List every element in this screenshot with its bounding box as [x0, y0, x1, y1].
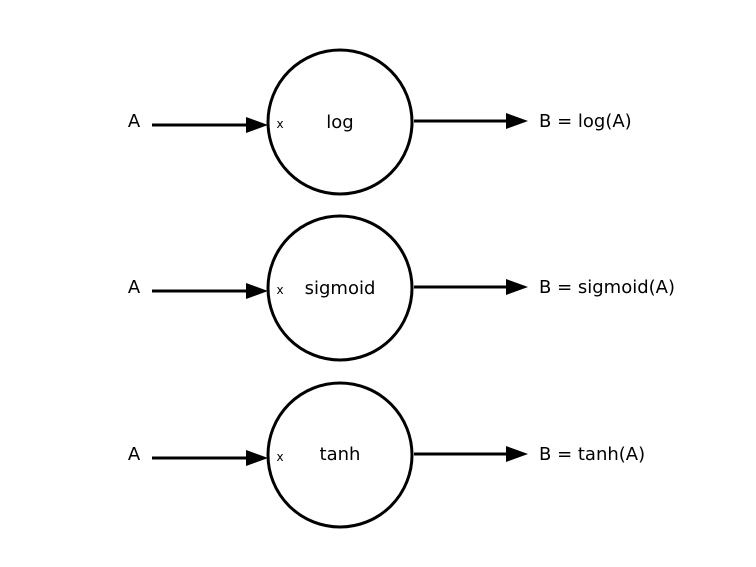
- operation-label: sigmoid: [305, 278, 376, 299]
- node-sigmoid: A x sigmoid B = sigmoid(A): [128, 214, 675, 362]
- output-label: B = log(A): [539, 111, 632, 132]
- operation-label: tanh: [320, 444, 361, 465]
- input-arrowhead: [246, 117, 268, 133]
- port-label: x: [276, 283, 283, 297]
- port-label: x: [276, 117, 283, 131]
- input-arrowhead: [246, 450, 268, 466]
- operation-label: log: [326, 112, 353, 133]
- output-arrowhead: [506, 279, 528, 295]
- input-label: A: [128, 277, 141, 298]
- input-label: A: [128, 444, 141, 465]
- output-arrowhead: [506, 113, 528, 129]
- output-arrowhead: [506, 446, 528, 462]
- output-label: B = tanh(A): [539, 444, 645, 465]
- input-arrowhead: [246, 283, 268, 299]
- node-tanh: A x tanh B = tanh(A): [128, 381, 645, 529]
- output-label: B = sigmoid(A): [539, 277, 675, 298]
- operation-circle: [266, 214, 414, 362]
- port-label: x: [276, 450, 283, 464]
- input-label: A: [128, 111, 141, 132]
- node-log: A x log B = log(A): [128, 48, 632, 196]
- operation-circle: [266, 381, 414, 529]
- operation-circle: [266, 48, 414, 196]
